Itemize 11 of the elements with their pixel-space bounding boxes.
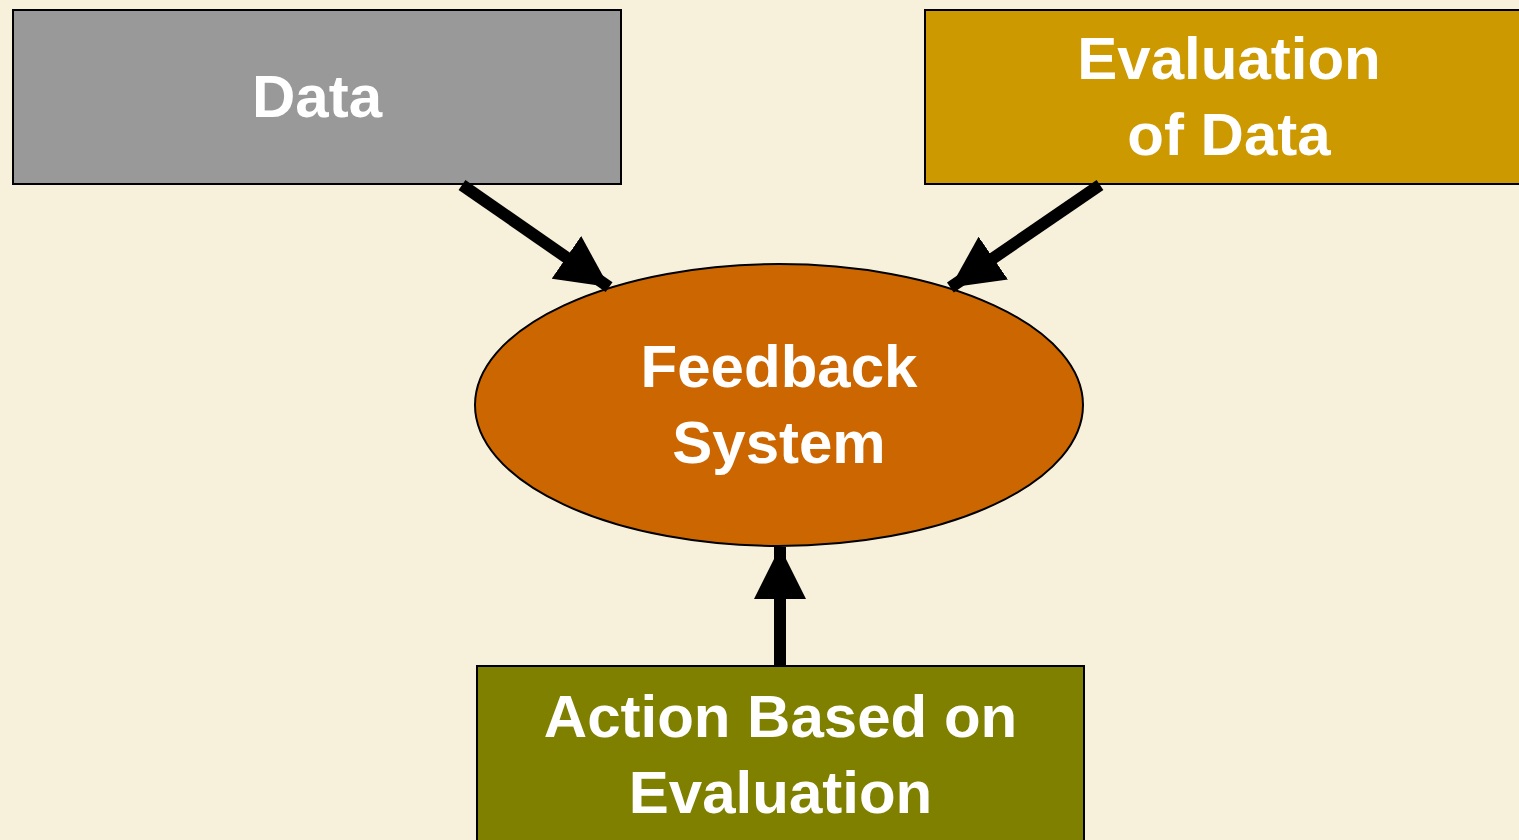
node-label: Action Based on Evaluation [542,682,1019,828]
process-box [12,9,622,185]
arrow [947,180,1104,293]
process-box [924,9,1519,185]
arrow [754,547,806,665]
node-label: Data [251,62,383,132]
arrow [458,180,613,292]
ellipse-node [474,263,1084,547]
node-label: Feedback System [639,332,919,478]
node-label: Evaluation of Data [1076,24,1382,170]
process-box [476,665,1085,840]
